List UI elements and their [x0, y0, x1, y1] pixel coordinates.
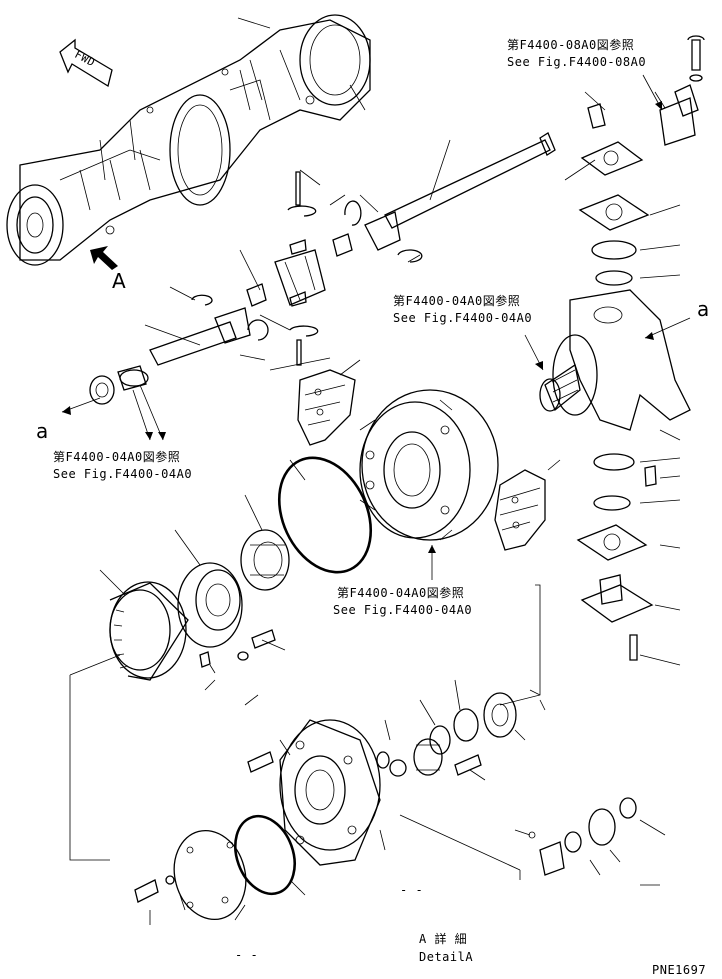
ref-fig-04a0-jp-left: 第F4400-04A0図参照	[53, 450, 181, 464]
bearing-carrier	[240, 529, 290, 591]
ref-fig-04a0-jp-right: 第F4400-04A0図参照	[393, 294, 521, 308]
bearing-left	[89, 365, 149, 405]
detail-pins-bearings	[528, 797, 637, 876]
leader-lines	[69, 17, 681, 925]
detail-gears	[376, 692, 517, 777]
ref-arrows	[61, 74, 691, 580]
view-a-marker: A	[112, 269, 127, 293]
point-a-left-marker: a	[36, 419, 49, 443]
detail-bolts	[134, 751, 482, 903]
view-a-arrow-icon	[90, 246, 118, 270]
lower-kingpin-group	[576, 453, 657, 661]
axle-shaft-group	[149, 132, 556, 366]
carrier	[177, 562, 243, 648]
kingpin-cap-group	[578, 35, 705, 286]
ref-fig-04a0-en-right: See Fig.F4400-04A0	[393, 311, 533, 325]
fwd-arrow-icon	[59, 38, 113, 88]
brake-caliper-left	[297, 369, 356, 446]
point-a-right-marker: a	[697, 297, 710, 321]
ref-fig-08a0-jp: 第F4400-08A0図参照	[507, 38, 635, 52]
detail-title-en: DetailA	[419, 950, 474, 964]
o-ring-small	[234, 814, 296, 896]
dash-mark-2: - -	[235, 948, 259, 962]
ref-fig-04a0-en-center: See Fig.F4400-04A0	[333, 603, 473, 617]
page-id: PNE1697	[652, 963, 707, 977]
o-ring-large	[277, 456, 373, 574]
wheel-hub	[359, 389, 499, 541]
ref-fig-04a0-en-left: See Fig.F4400-04A0	[53, 467, 193, 481]
cover-plate	[173, 829, 247, 921]
dash-mark-1: - -	[400, 883, 424, 897]
ref-fig-08a0-en: See Fig.F4400-08A0	[507, 55, 647, 69]
bolt-washer-mid	[199, 629, 276, 668]
brake-caliper-right	[494, 469, 546, 551]
final-drive-housing	[279, 719, 381, 866]
ref-fig-04a0-jp-center: 第F4400-04A0図参照	[337, 586, 465, 600]
steering-knuckle	[539, 289, 691, 431]
ring-gear	[109, 581, 189, 681]
detail-title-jp: A 詳 細	[419, 932, 468, 946]
axle-housing	[6, 14, 371, 266]
